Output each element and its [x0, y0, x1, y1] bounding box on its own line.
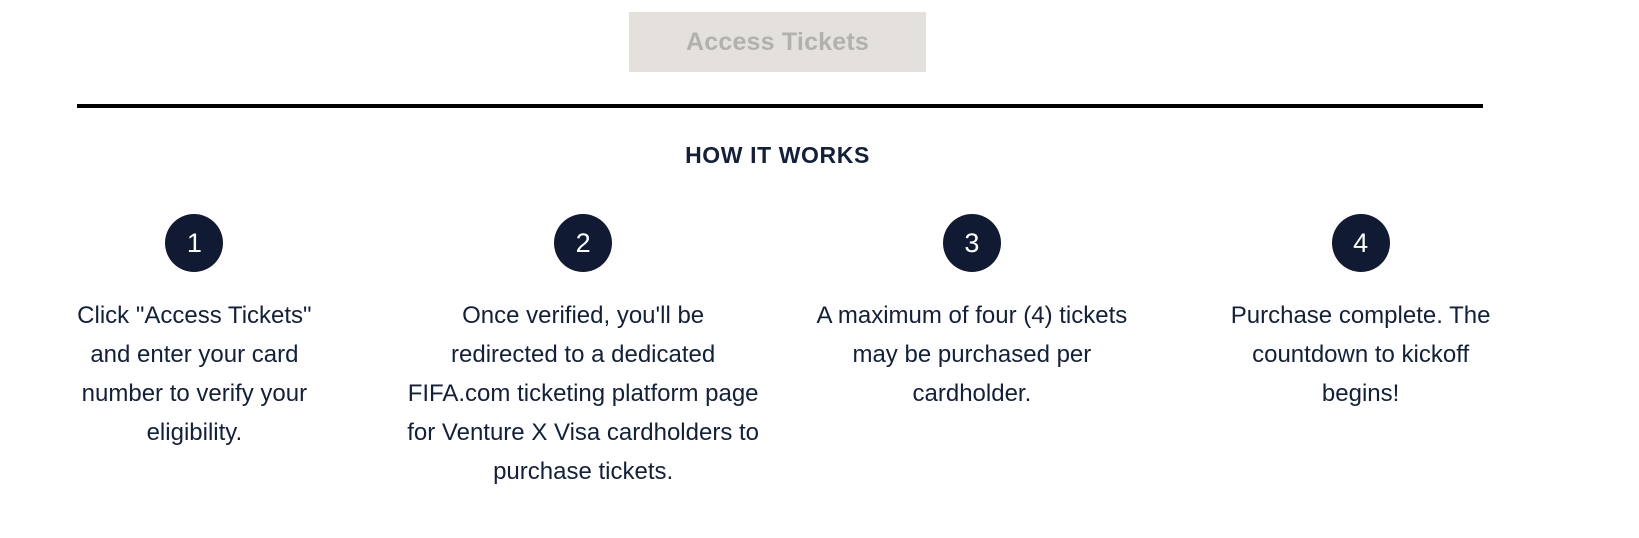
access-tickets-button[interactable]: Access Tickets: [629, 12, 926, 72]
step-number-badge: 2: [554, 214, 613, 272]
horizontal-divider: [77, 104, 1483, 108]
cta-container: Access Tickets: [0, 12, 1555, 72]
step-item-2: 2 Once verified, you'll be redirected to…: [389, 214, 778, 491]
steps-list: 1 Click "Access Tickets" and enter your …: [0, 214, 1555, 491]
step-description: A maximum of four (4) tickets may be pur…: [816, 302, 1128, 407]
step-item-1: 1 Click "Access Tickets" and enter your …: [0, 214, 389, 453]
step-number-badge: 1: [165, 214, 224, 272]
step-description: Click "Access Tickets" and enter your ca…: [77, 302, 312, 446]
step-description: Purchase complete. The countdown to kick…: [1230, 302, 1491, 407]
step-item-3: 3 A maximum of four (4) tickets may be p…: [778, 214, 1167, 414]
step-description: Once verified, you'll be redirected to a…: [407, 302, 759, 485]
step-item-4: 4 Purchase complete. The countdown to ki…: [1166, 214, 1555, 414]
section-title: HOW IT WORKS: [685, 142, 870, 168]
step-number-badge: 3: [942, 214, 1001, 272]
step-number-badge: 4: [1331, 214, 1390, 272]
